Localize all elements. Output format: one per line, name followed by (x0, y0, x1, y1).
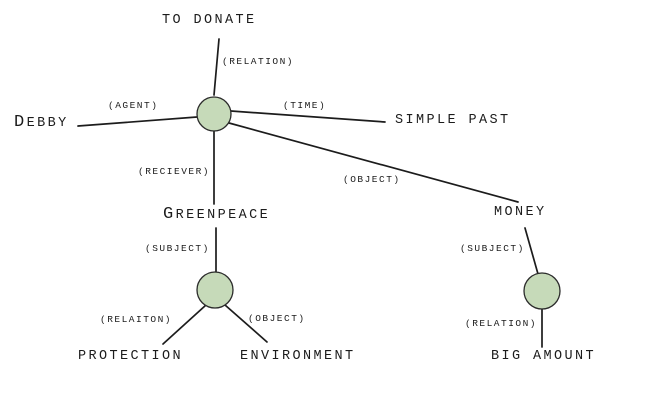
edge-root-simple-past (230, 110, 386, 123)
edge-label-object-upper: (OBJECT) (343, 174, 401, 185)
edge-label-time: (TIME) (283, 100, 327, 111)
node-label-environment: ENVIRONMENT (240, 349, 356, 364)
node-label-simple-past: SIMPLE PAST (395, 113, 511, 128)
node-label-to-donate: TO DONATE (162, 13, 257, 28)
edge-label-object-lower: (OBJECT) (248, 313, 306, 324)
edge-label-relaiton: (RELAITON) (100, 314, 173, 325)
node-label-money: MONEY (494, 205, 547, 220)
edge-label-relation-right: (RELATION) (465, 318, 538, 329)
edge-label-agent: (AGENT) (108, 100, 159, 111)
edge-junction-protection (162, 304, 207, 345)
greenpeace-junction-node (196, 271, 234, 309)
edge-root-to-donate (213, 38, 220, 96)
root-junction-node (196, 96, 232, 132)
edge-label-subject-left: (SUBJECT) (145, 243, 210, 254)
edge-root-money (228, 122, 519, 203)
edge-root-debby (77, 116, 198, 127)
node-label-protection: PROTECTION (78, 349, 184, 364)
node-label-debby: DEBBY (14, 113, 69, 132)
node-label-greenpeace: GREENPEACE (163, 205, 271, 224)
edge-label-relation-top: (RELATION) (222, 56, 295, 67)
node-label-big-amount: BIG AMOUNT (491, 349, 597, 364)
edge-label-subject-right: (SUBJECT) (460, 243, 525, 254)
edge-junction-environment (224, 304, 268, 343)
edge-label-reciever: (RECIEVER) (138, 166, 211, 177)
money-junction-node (523, 272, 561, 310)
edge-money-junction (524, 227, 539, 275)
